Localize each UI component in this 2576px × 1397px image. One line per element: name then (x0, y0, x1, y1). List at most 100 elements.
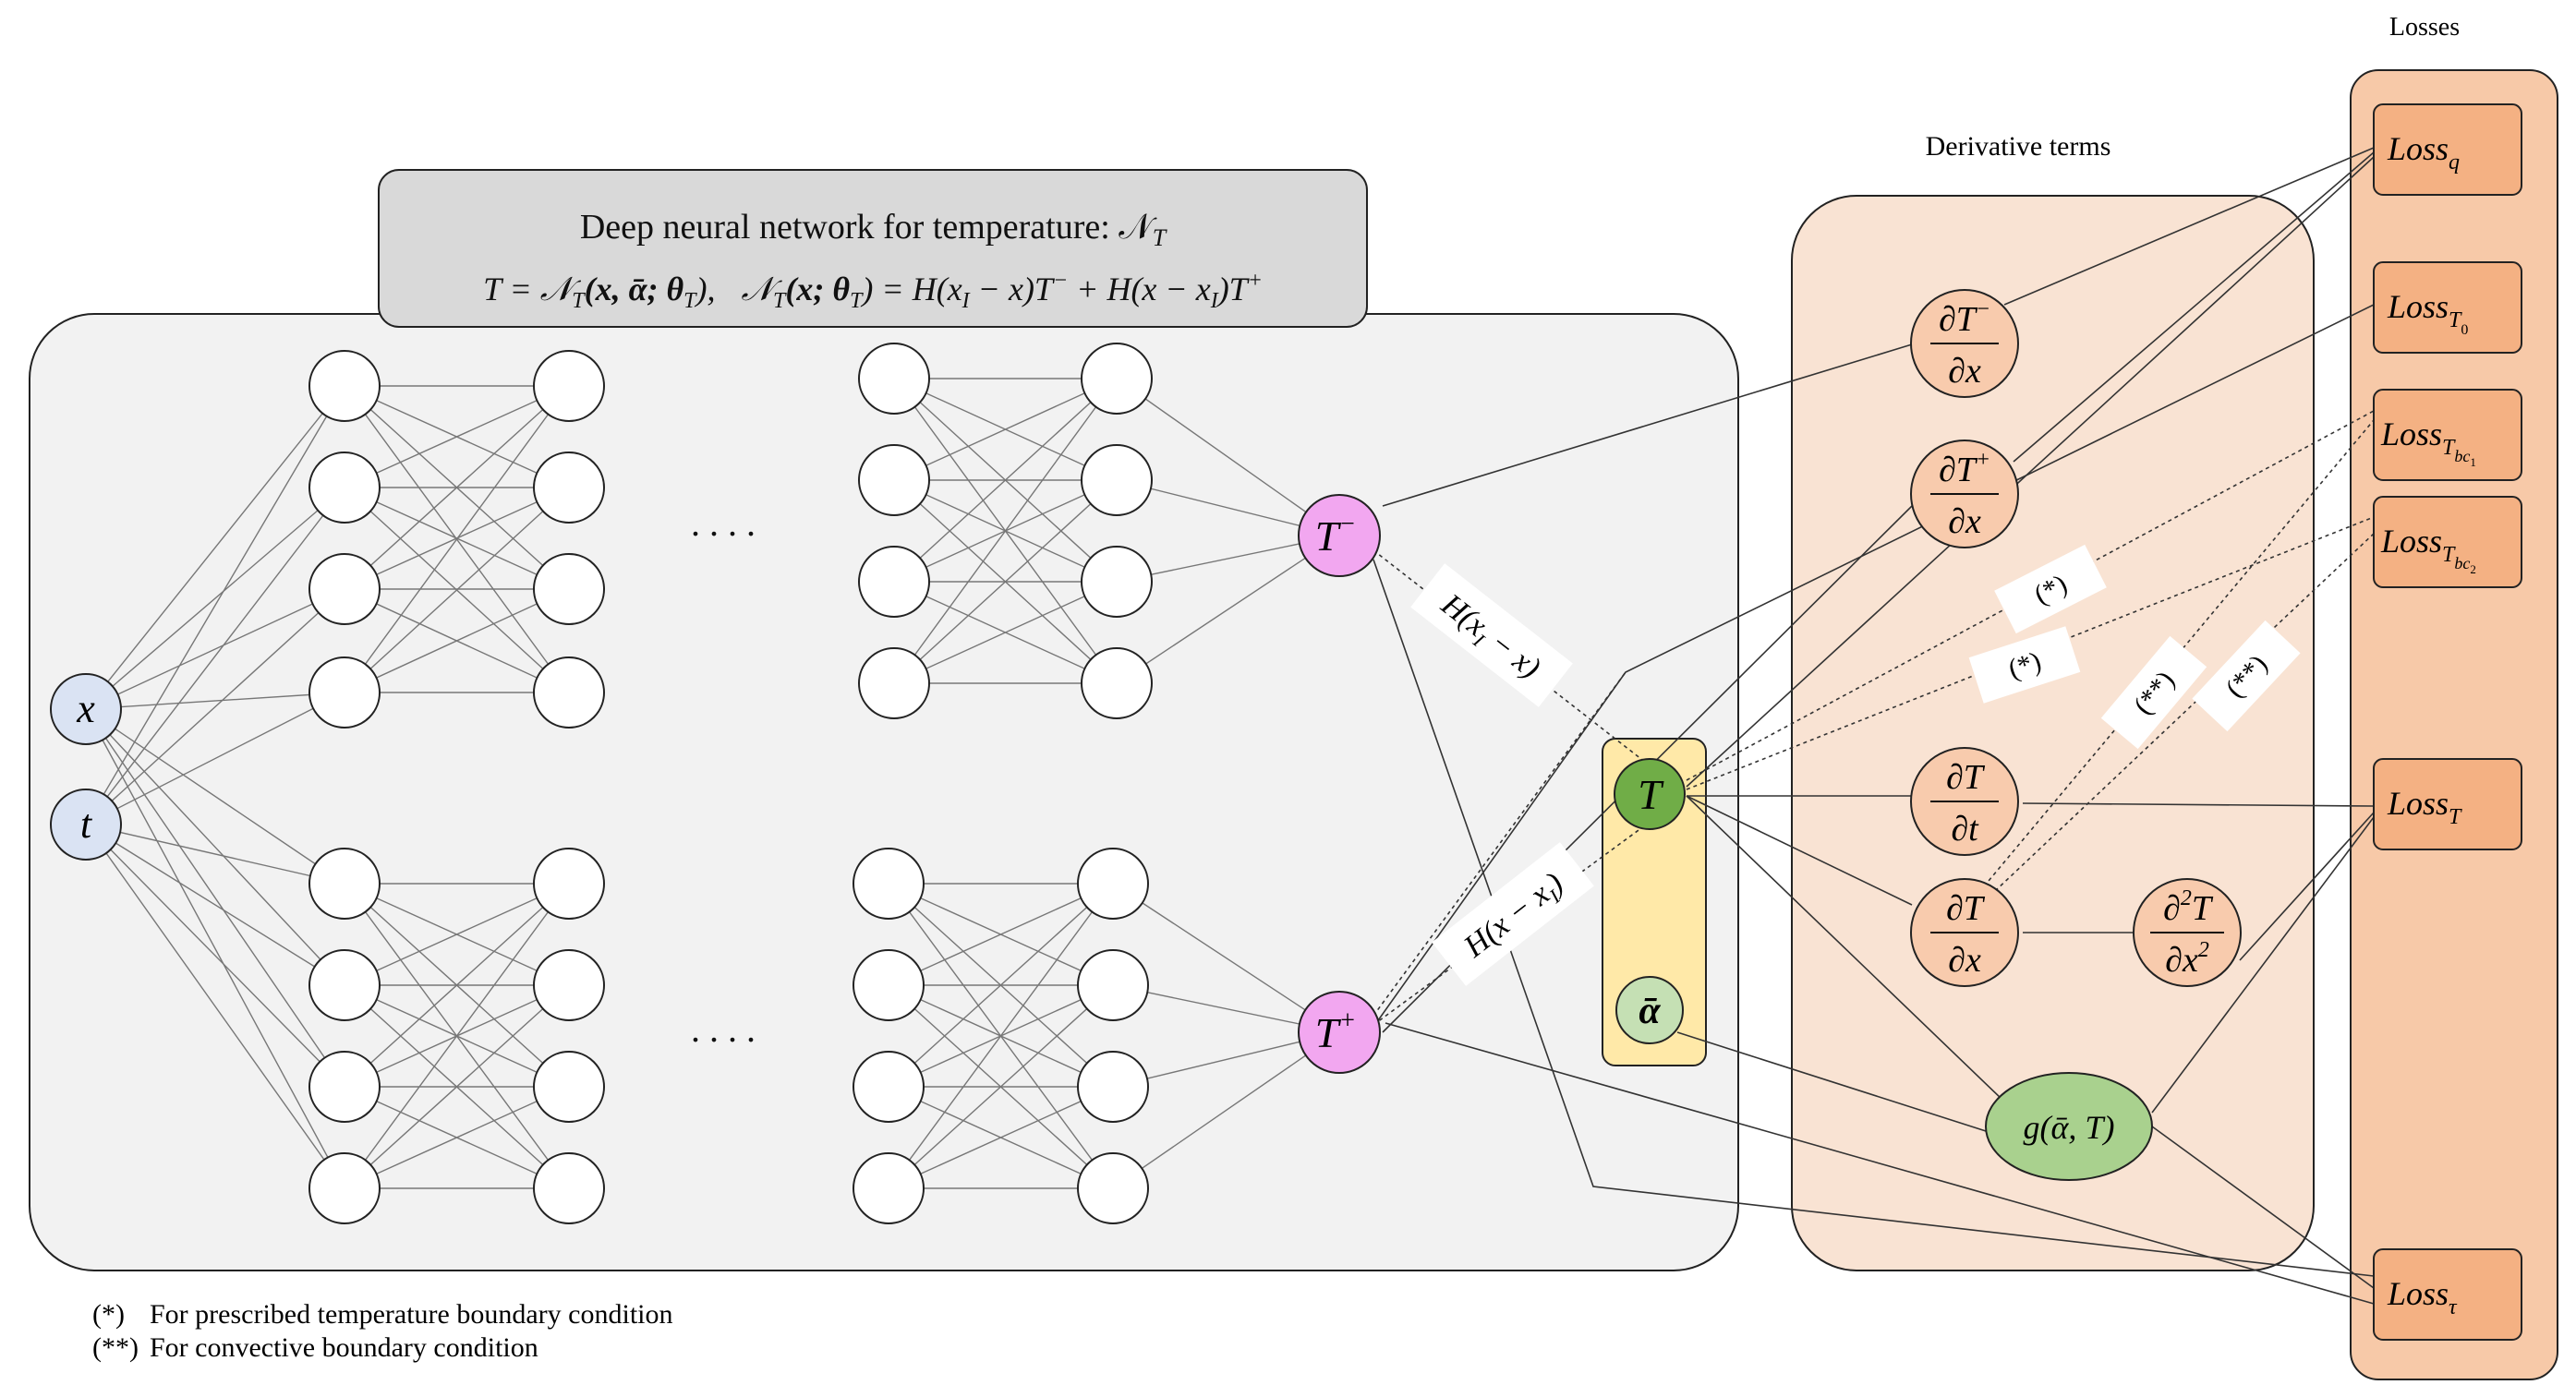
hidden-neuron-top (308, 553, 381, 625)
edge-input-bottom (85, 824, 345, 986)
node-T-label: T (1638, 771, 1664, 818)
hidden-neuron-bottom (853, 1051, 925, 1123)
edge-dTplus-to-loss-q (2013, 151, 2375, 463)
hidden-neuron-top (1081, 444, 1153, 516)
svg-text:LossTbc1: LossTbc1 (2380, 415, 2476, 469)
node-alpha-label: ᾱ (1639, 990, 1661, 1032)
loss-box-tau: Lossτ (2373, 1248, 2522, 1341)
svg-text:∂T−: ∂T− (1939, 297, 1990, 339)
edge-hidden-bottom (344, 883, 570, 986)
edge-input-bottom (85, 708, 345, 986)
ellipsis-top: . . . . (691, 502, 756, 544)
hidden-neuron-top (1081, 546, 1153, 618)
footnote-2: (**)For convective boundary condition (92, 1332, 538, 1363)
edge-input-top (85, 487, 345, 710)
edge-hidden-bottom (344, 883, 570, 1088)
svg-text:∂x: ∂x (1948, 352, 1981, 391)
edge-hidden-bottom (888, 984, 1114, 1189)
deriv-dTplus-dx: ∂T+ ∂x (1910, 440, 2019, 548)
dnn-title: Deep neural network for temperature: 𝒩T (580, 208, 1167, 251)
derivative-heading: Derivative terms (1926, 131, 2111, 162)
edge-T-to-dTdx (1686, 795, 1913, 906)
edge-input-bottom (85, 824, 345, 885)
edge-tag-star-2: (*) (1968, 626, 2081, 704)
connection-edges (1373, 147, 2375, 1305)
edge-hidden-bottom (888, 1086, 1114, 1189)
hidden-neuron-bottom (308, 1051, 381, 1123)
hidden-neuron-bottom (533, 1152, 605, 1224)
edge-g-to-loss-T (2151, 816, 2375, 1114)
edge-tminus-to-loss-tau (1373, 559, 2375, 1277)
hidden-neuron-top (533, 350, 605, 422)
hidden-neuron-bottom (308, 1152, 381, 1224)
edge-input-top (85, 385, 345, 710)
svg-text:∂x: ∂x (1948, 941, 1981, 980)
edge-input-top (85, 692, 345, 825)
edge-tminus-to-dTminus (1382, 343, 1913, 507)
output-node-t-plus (1298, 991, 1381, 1074)
hidden-neuron-top (858, 343, 930, 415)
output-label-t-plus: T+ (1315, 1006, 1357, 1056)
edge-input-bottom (85, 824, 345, 1088)
hidden-neuron-top (308, 350, 381, 422)
loss-box-T-bc1: LossTbc1 (2373, 389, 2522, 481)
edge-input-top (85, 588, 345, 825)
hidden-neuron-bottom (853, 949, 925, 1021)
ellipsis-bottom: . . . . (691, 1008, 756, 1050)
hidden-neuron-top (858, 444, 930, 516)
edge-output-bottom (1112, 883, 1340, 1033)
loss-box-T: LossT (2373, 758, 2522, 850)
hidden-neuron-top (858, 647, 930, 719)
edge-input-bottom (85, 708, 345, 1088)
edge-output-bottom (1112, 1031, 1340, 1189)
edge-hidden-top (893, 378, 1118, 481)
edge-hidden-bottom (888, 883, 1114, 986)
hidden-neuron-bottom (1077, 949, 1149, 1021)
deriv-dTminus-dx: ∂T− ∂x (1910, 289, 2019, 398)
hidden-neuron-top (1081, 647, 1153, 719)
edge-dTdt-to-loss-T (2022, 802, 2375, 807)
edge-output-top (1116, 378, 1340, 536)
dnn-title-box (378, 169, 1368, 328)
edge-hidden-top (893, 378, 1118, 684)
edge-hidden-top (344, 385, 570, 488)
hidden-neuron-bottom (853, 848, 925, 920)
edge-hidden-bottom (888, 883, 1114, 1189)
edge-hidden-bottom (344, 1086, 570, 1189)
deriv-dT-dx: ∂T ∂x (1910, 878, 2019, 987)
edge-hidden-bottom (888, 883, 1114, 1088)
hidden-neuron-bottom (1077, 1051, 1149, 1123)
edge-input-bottom (85, 708, 345, 1189)
svg-text:LossT0: LossT0 (2387, 288, 2468, 338)
svg-text:∂T: ∂T (1946, 758, 1986, 797)
edge-tplus-to-loss-T0 (1375, 304, 2375, 1024)
svg-text:∂t: ∂t (1951, 810, 1979, 849)
hidden-neuron-top (308, 656, 381, 729)
hidden-neuron-top (858, 546, 930, 618)
svg-text:∂T+: ∂T+ (1939, 448, 1990, 489)
edge-hidden-top (893, 581, 1118, 684)
loss-box-T0: LossT0 (2373, 261, 2522, 354)
input-label-t: t (80, 801, 93, 847)
deriv-d2T-dx2: ∂2T ∂x2 (2133, 878, 2242, 987)
edge-T-to-loss-q (1686, 156, 2375, 788)
edge-tag-star-1: (*) (1994, 544, 2107, 634)
edge-hidden-bottom (344, 984, 570, 1189)
svg-text:LossT: LossT (2387, 785, 2462, 829)
input-label-x: x (76, 686, 95, 731)
edge-input-top (85, 487, 345, 825)
dotted-tplus-to-T2 (1373, 671, 1627, 1017)
hidden-neuron-bottom (853, 1152, 925, 1224)
output-node-t-minus (1298, 494, 1381, 577)
edge-input-top (85, 588, 345, 710)
edge-d2-loss-tau (2151, 1126, 2375, 1289)
hidden-neuron-top (1081, 343, 1153, 415)
network-nodes (308, 343, 1153, 1224)
losses-heading: Losses (2389, 13, 2460, 42)
svg-text:∂2T: ∂2T (2163, 886, 2214, 928)
svg-text:∂x: ∂x (1948, 502, 1981, 541)
hidden-neuron-bottom (1077, 1152, 1149, 1224)
edge-hidden-top (344, 385, 570, 693)
node-g-alpha-T: g(ᾱ, T) (1985, 1072, 2153, 1181)
dotted-dTdx-to-loss-bc2 (1994, 533, 2375, 892)
